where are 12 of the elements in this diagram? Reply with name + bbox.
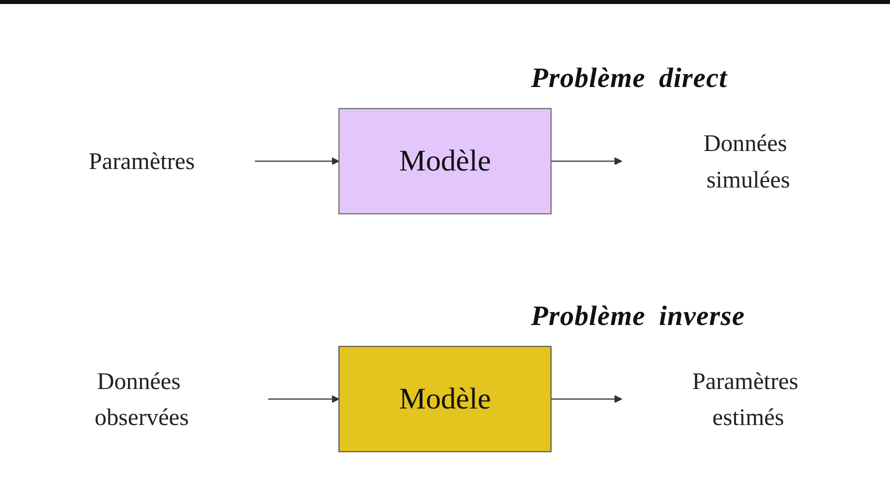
arrow	[268, 395, 340, 403]
text-label: Paramètres	[88, 148, 195, 174]
heading: Problème direct	[531, 62, 728, 96]
text-label: Données observées	[94, 368, 189, 430]
arrow	[254, 157, 340, 165]
arrow	[551, 157, 622, 165]
text-label: Données simulées	[703, 130, 790, 192]
heading: Problème inverse	[531, 300, 745, 334]
arrow	[551, 395, 622, 403]
model-box: Modèle	[338, 108, 552, 214]
model-box: Modèle	[338, 346, 552, 452]
text-label: Paramètres estimés	[692, 368, 798, 430]
